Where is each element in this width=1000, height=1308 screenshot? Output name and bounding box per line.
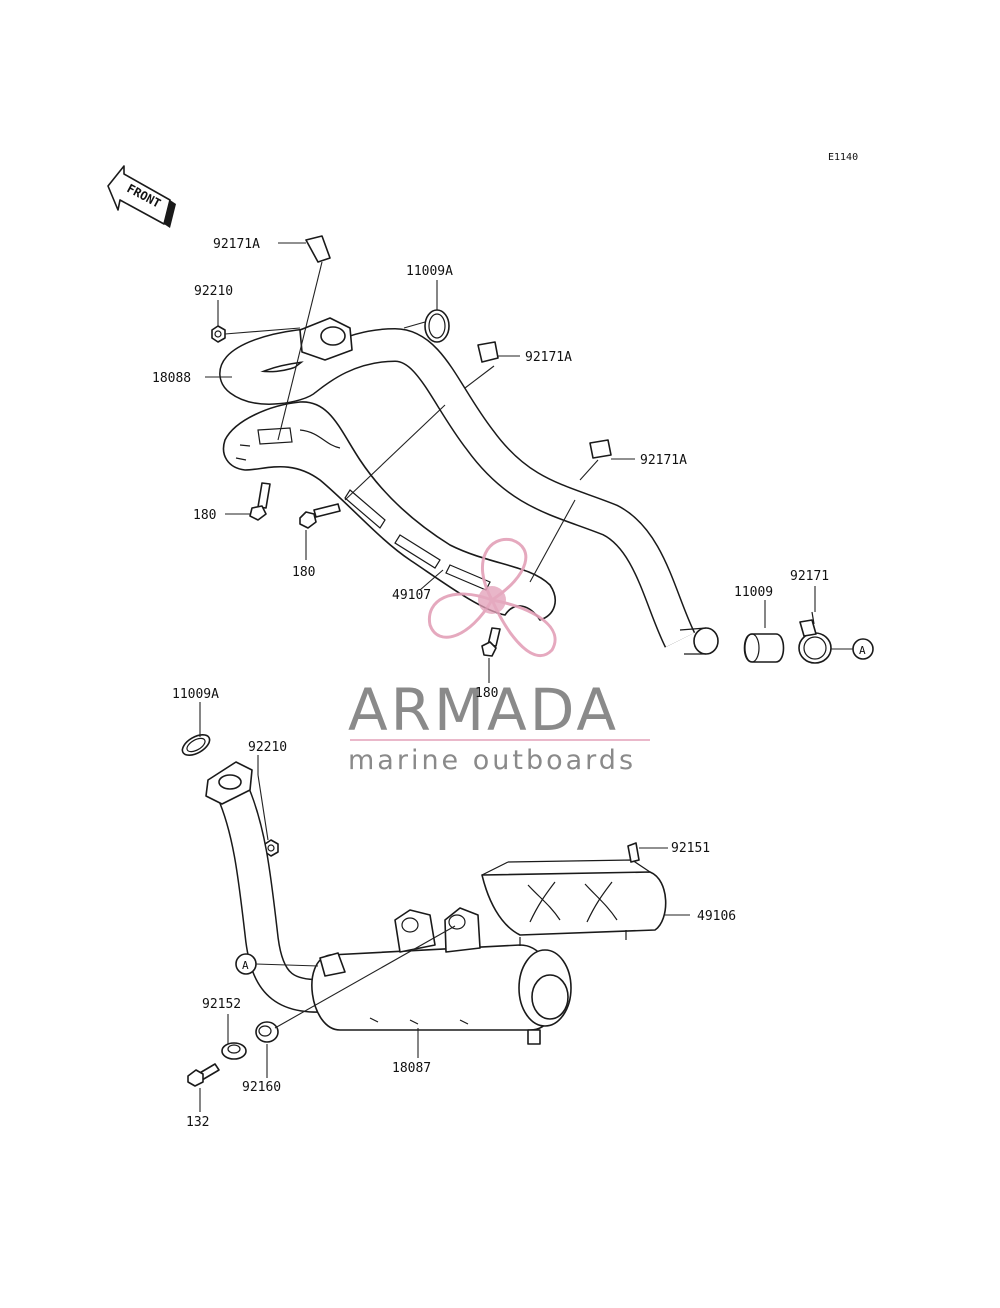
gasket-11009 — [743, 633, 785, 663]
front-arrow-icon: FRONT — [107, 165, 176, 228]
upper-leader-lines — [205, 242, 816, 683]
clamp-92171 — [798, 611, 832, 664]
bolt-92151 — [627, 842, 640, 863]
gasket-11009A-lower — [181, 733, 211, 757]
part-label: 180 — [292, 565, 315, 580]
brand-name: ARMADA — [348, 676, 619, 744]
part-label: 92160 — [242, 1080, 281, 1095]
muffler-18087 — [311, 907, 572, 1045]
clamp-92171A-top — [305, 235, 331, 263]
part-label: 18088 — [152, 371, 191, 386]
part-label: 92210 — [194, 284, 233, 299]
part-label: 11009A — [172, 687, 219, 702]
armada-logo — [427, 537, 557, 657]
callout-a-upper: A — [831, 638, 874, 660]
part-label: 92171A — [213, 237, 260, 252]
reference-code: E1140 — [828, 152, 858, 163]
grommet-92160 — [255, 1021, 279, 1043]
part-label: 92171 — [790, 569, 829, 584]
part-label: 92171A — [525, 350, 572, 365]
part-label: 180 — [475, 686, 498, 701]
nut-92210-upper — [211, 325, 226, 343]
part-label: 11009A — [406, 264, 453, 279]
bolt-132 — [187, 1063, 220, 1087]
washer-92152 — [221, 1042, 247, 1060]
part-label: 18087 — [392, 1061, 431, 1076]
part-label: 92152 — [202, 997, 241, 1012]
lower-leader-lines — [199, 702, 690, 1112]
bolt-180-lower — [481, 627, 501, 657]
callout-a-lower: A — [235, 953, 319, 975]
part-label: 92210 — [248, 740, 287, 755]
bolt-180-left — [249, 482, 271, 521]
part-label: 92171A — [640, 453, 687, 468]
part-label: 180 — [193, 508, 216, 523]
bolt-180-center — [299, 503, 341, 529]
clamp-92171A-mid — [477, 341, 499, 363]
callout-a-upper-letter: A — [859, 644, 866, 657]
part-label: 49107 — [392, 588, 431, 603]
gasket-11009A-upper — [424, 309, 450, 343]
heat-guard-49107 — [222, 401, 556, 621]
part-label: 132 — [186, 1115, 209, 1130]
callout-a-lower-letter: A — [242, 959, 249, 972]
part-label: 92151 — [671, 841, 710, 856]
heat-guard-49106 — [481, 859, 667, 946]
lower-pipe — [205, 761, 337, 1013]
clamp-92171A-right — [589, 439, 612, 459]
head-pipe-18088 — [219, 317, 719, 655]
brand-tagline: marine outboards — [348, 745, 636, 776]
part-labels: 92171A 92210 11009A 92171A 18088 92171A … — [152, 237, 829, 1130]
part-label: 49106 — [697, 909, 736, 924]
part-label: 11009 — [734, 585, 773, 600]
